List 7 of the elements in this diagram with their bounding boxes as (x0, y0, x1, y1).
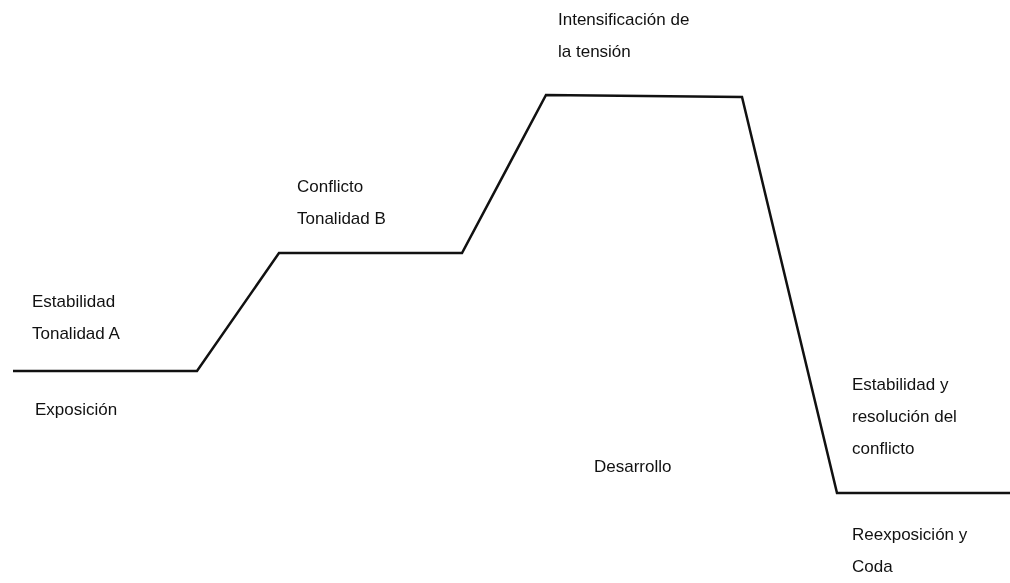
section-label: Reexposición y Coda (852, 524, 969, 578)
section-label: Exposición (35, 399, 119, 421)
section-label: Estabilidad y resolución del conflicto (852, 374, 958, 460)
section-label: Estabilidad Tonalidad A (32, 291, 121, 345)
section-label: Conflicto Tonalidad B (297, 176, 387, 230)
section-label: Desarrollo (594, 456, 673, 478)
section-label: Intensificación de la tensión (558, 9, 691, 63)
